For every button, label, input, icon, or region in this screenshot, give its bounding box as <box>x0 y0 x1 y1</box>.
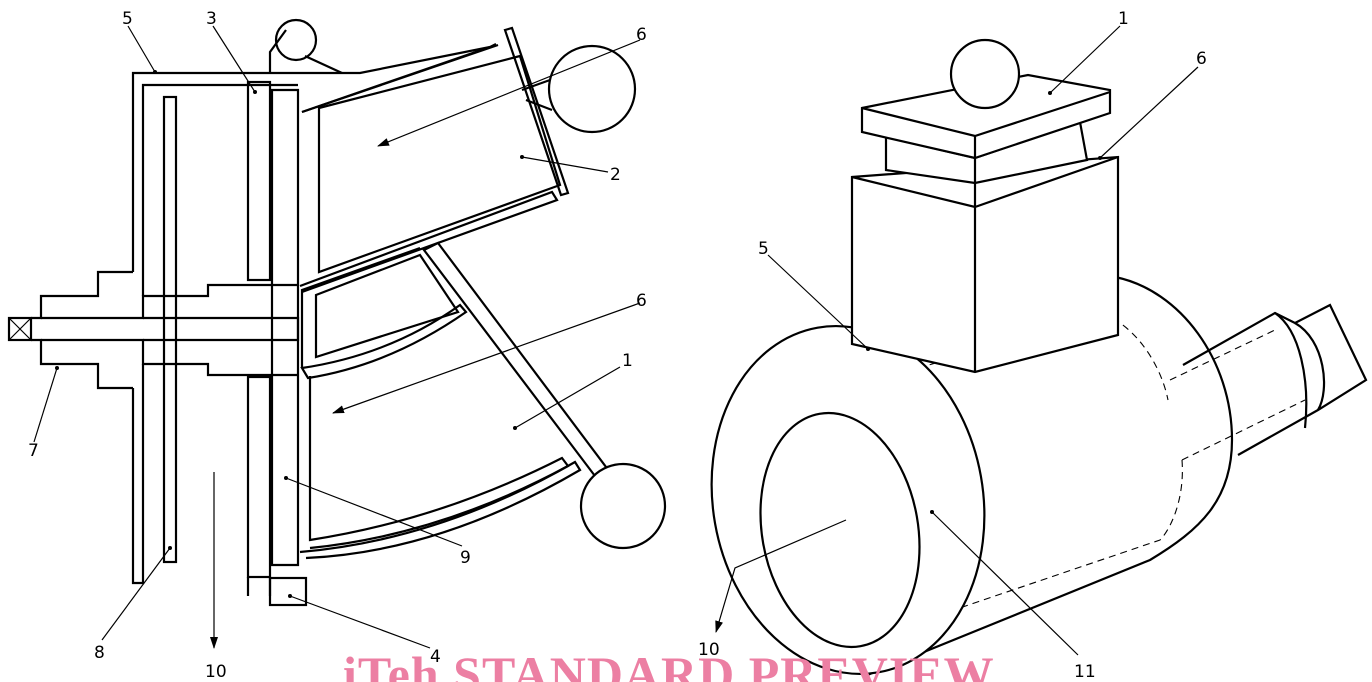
label-6-lower: 6 <box>636 291 647 311</box>
watermark-text: iTeh STANDARD PREVIEW <box>343 646 995 682</box>
label-1: 1 <box>622 351 633 371</box>
right-perspective-view <box>710 25 1368 678</box>
upper-hopper <box>268 18 637 294</box>
left-section-view <box>7 18 667 649</box>
label-5-right: 5 <box>758 239 769 259</box>
lower-hopper <box>299 241 667 560</box>
rotor-plate-upper <box>246 80 272 282</box>
flow-arrow-upper <box>377 39 641 147</box>
fan-disc <box>162 95 178 564</box>
label-1-right: 1 <box>1118 9 1129 29</box>
label-6-upper: 6 <box>636 25 647 45</box>
label-11: 11 <box>1074 662 1096 682</box>
flow-arrow-lower <box>332 302 641 414</box>
label-5: 5 <box>122 9 133 29</box>
label-10-right: 10 <box>698 640 720 660</box>
feed-box <box>850 38 1120 374</box>
leader-lines-left <box>33 25 621 649</box>
central-wall <box>270 88 300 567</box>
bottom-plate <box>268 576 308 607</box>
label-6-right: 6 <box>1196 49 1207 69</box>
label-4: 4 <box>430 647 441 667</box>
label-3: 3 <box>206 9 217 29</box>
label-7: 7 <box>28 441 39 461</box>
labels-right: 1 6 5 10 11 <box>698 9 1207 682</box>
outer-casing <box>131 45 491 585</box>
label-2: 2 <box>610 165 621 185</box>
label-10-left: 10 <box>205 662 227 682</box>
labels-left: 5 3 6 2 6 1 7 9 8 4 10 <box>28 9 647 682</box>
label-8: 8 <box>94 643 105 663</box>
leader-lines-right <box>767 25 1199 656</box>
label-9: 9 <box>460 548 471 568</box>
shaft <box>7 270 300 390</box>
flow-arrow-drum <box>715 519 847 633</box>
rotor-plate-lower <box>246 375 272 579</box>
